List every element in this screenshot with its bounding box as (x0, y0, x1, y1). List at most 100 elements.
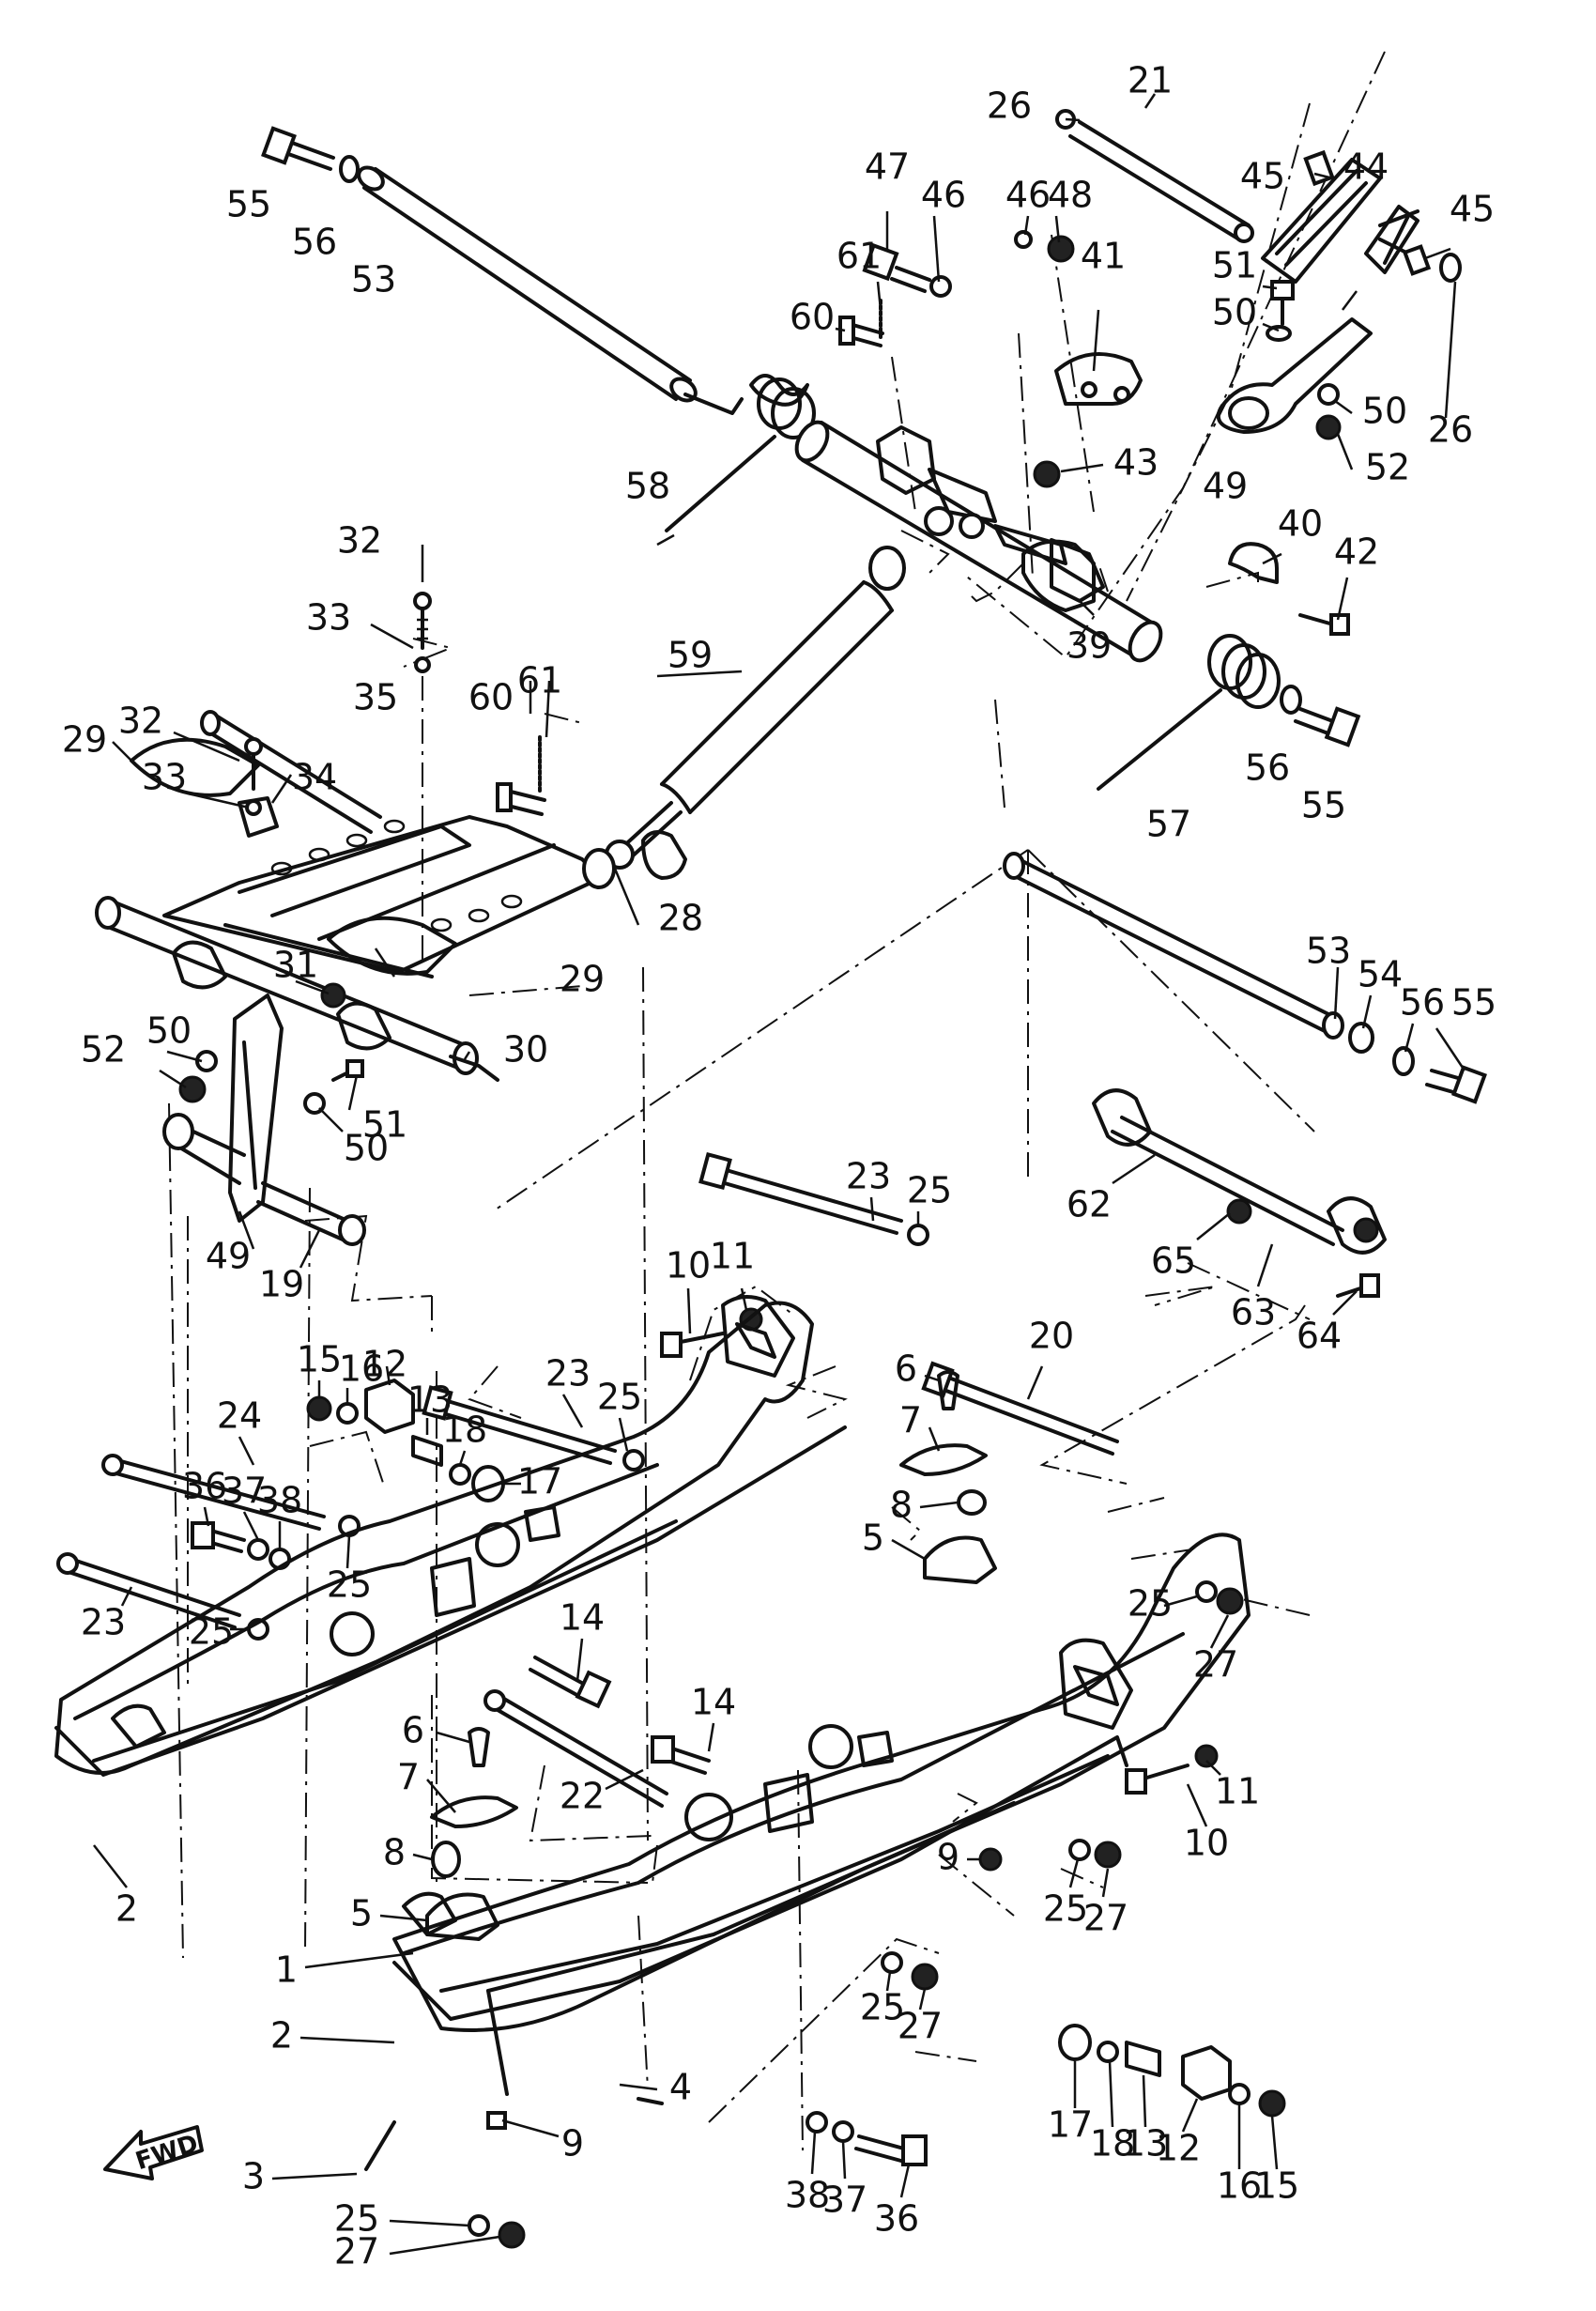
callout-9: 9 (561, 2123, 584, 2165)
pin-60-upper (838, 299, 884, 347)
callout-1: 1 (275, 1949, 298, 1991)
assembly-guide-lines (168, 51, 1386, 2151)
axle-62 (1092, 1088, 1387, 1298)
callout-13: 13 (1123, 2123, 1168, 2165)
callout-33: 33 (142, 757, 187, 798)
callout-61: 61 (517, 660, 562, 701)
callout-45: 45 (1240, 156, 1285, 197)
washer-18-a (449, 1463, 471, 1486)
callout-29: 29 (62, 719, 107, 761)
washer-25-h (468, 2214, 490, 2237)
callout-25: 25 (907, 1170, 952, 1211)
middle-hardware (56, 1151, 1286, 2249)
callout-36: 36 (182, 1466, 227, 1507)
slide-rail-right (392, 1533, 1251, 2096)
callout-43: 43 (1113, 442, 1159, 484)
shaft-53-upper (357, 165, 698, 403)
callout-53: 53 (1306, 931, 1351, 972)
plate-41 (1054, 352, 1143, 406)
callout-33: 33 (306, 597, 351, 639)
nut-27-b (1094, 1841, 1122, 1869)
callout-19: 19 (259, 1264, 304, 1305)
screw-3 (364, 2120, 396, 2171)
tube-bracket-left (876, 425, 997, 539)
callout-3: 3 (242, 2156, 265, 2197)
callout-29: 29 (560, 959, 605, 1000)
washer-56-right (1280, 685, 1302, 715)
callout-50: 50 (146, 1010, 192, 1052)
callout-50: 50 (1362, 391, 1407, 432)
plate-29-left (130, 737, 260, 797)
washer-37-b (832, 2120, 854, 2143)
callout-13: 13 (407, 1379, 453, 1421)
block-12-b (1181, 2045, 1232, 2101)
bolt-51-left (331, 1059, 364, 1082)
washer-50-left (195, 1050, 218, 1072)
callout-58: 58 (625, 466, 670, 507)
callout-47: 47 (865, 146, 910, 188)
callout-28: 28 (658, 898, 703, 939)
callout-7: 7 (397, 1757, 420, 1798)
nut-27-a (1216, 1587, 1244, 1615)
callout-8: 8 (890, 1485, 913, 1526)
callout-32: 32 (337, 520, 382, 562)
tube-end-28 (582, 848, 616, 889)
callout-10: 10 (666, 1245, 711, 1286)
callout-5: 5 (350, 1893, 373, 1934)
callout-17: 17 (517, 1461, 562, 1502)
torsion-spring-58 (665, 374, 816, 532)
callout-14: 14 (691, 1682, 736, 1723)
callout-52: 52 (81, 1029, 126, 1071)
nut-27-c (911, 1963, 939, 1991)
washer-25-f (1068, 1839, 1091, 1861)
callout-21: 21 (1128, 60, 1173, 101)
callout-25: 25 (189, 1611, 234, 1653)
callout-64: 64 (1297, 1316, 1342, 1357)
callout-30: 30 (503, 1029, 548, 1071)
callout-17: 17 (1048, 2104, 1093, 2146)
bolt-14-a (529, 1656, 612, 1709)
callout-51: 51 (1212, 245, 1257, 286)
callout-23: 23 (81, 1602, 126, 1643)
nut-15-b (1258, 2089, 1286, 2118)
callout-44: 44 (1343, 146, 1389, 188)
washer-18-b (1097, 2041, 1119, 2063)
callout-38: 38 (785, 2175, 830, 2216)
callout-37: 37 (822, 2180, 867, 2221)
shock-absorber-59 (605, 546, 906, 880)
rod-35 (200, 710, 382, 834)
callout-9: 9 (937, 1837, 959, 1878)
callout-61: 61 (836, 236, 882, 277)
callout-2: 2 (115, 1888, 138, 1930)
bolt-36-a (191, 1521, 291, 1570)
slide-rail-left (54, 1295, 847, 1777)
callout-55: 55 (226, 184, 271, 225)
rear-pivot-arm-assembly (261, 109, 1462, 791)
callout-2: 2 (270, 2015, 293, 2057)
callout-26: 26 (1428, 409, 1473, 451)
pin-4 (637, 2097, 664, 2105)
callout-62: 62 (1067, 1184, 1112, 1225)
callout-27: 27 (1193, 1644, 1238, 1686)
callout-25: 25 (1128, 1583, 1173, 1625)
callout-46: 46 (921, 175, 966, 216)
callout-11: 11 (1215, 1771, 1260, 1812)
callout-34: 34 (292, 757, 337, 798)
callout-18: 18 (442, 1410, 487, 1451)
callout-25: 25 (334, 2198, 379, 2240)
callout-15: 15 (297, 1339, 342, 1380)
callout-56: 56 (1245, 747, 1290, 789)
callout-54: 54 (1358, 954, 1403, 995)
bracket-39 (1021, 539, 1096, 612)
callout-14: 14 (560, 1597, 605, 1639)
callout-32: 32 (118, 701, 163, 742)
callout-63: 63 (1231, 1292, 1276, 1333)
callout-60: 60 (790, 297, 835, 338)
torsion-spring-57 (1097, 634, 1361, 791)
nut-15-a (306, 1395, 332, 1422)
spacer-13-a (411, 1435, 443, 1467)
collar-17-b (1058, 2024, 1092, 2061)
arm-frame-body (162, 815, 603, 974)
bolt-10-b (1125, 1744, 1219, 1795)
pin-60-lower (496, 735, 546, 816)
